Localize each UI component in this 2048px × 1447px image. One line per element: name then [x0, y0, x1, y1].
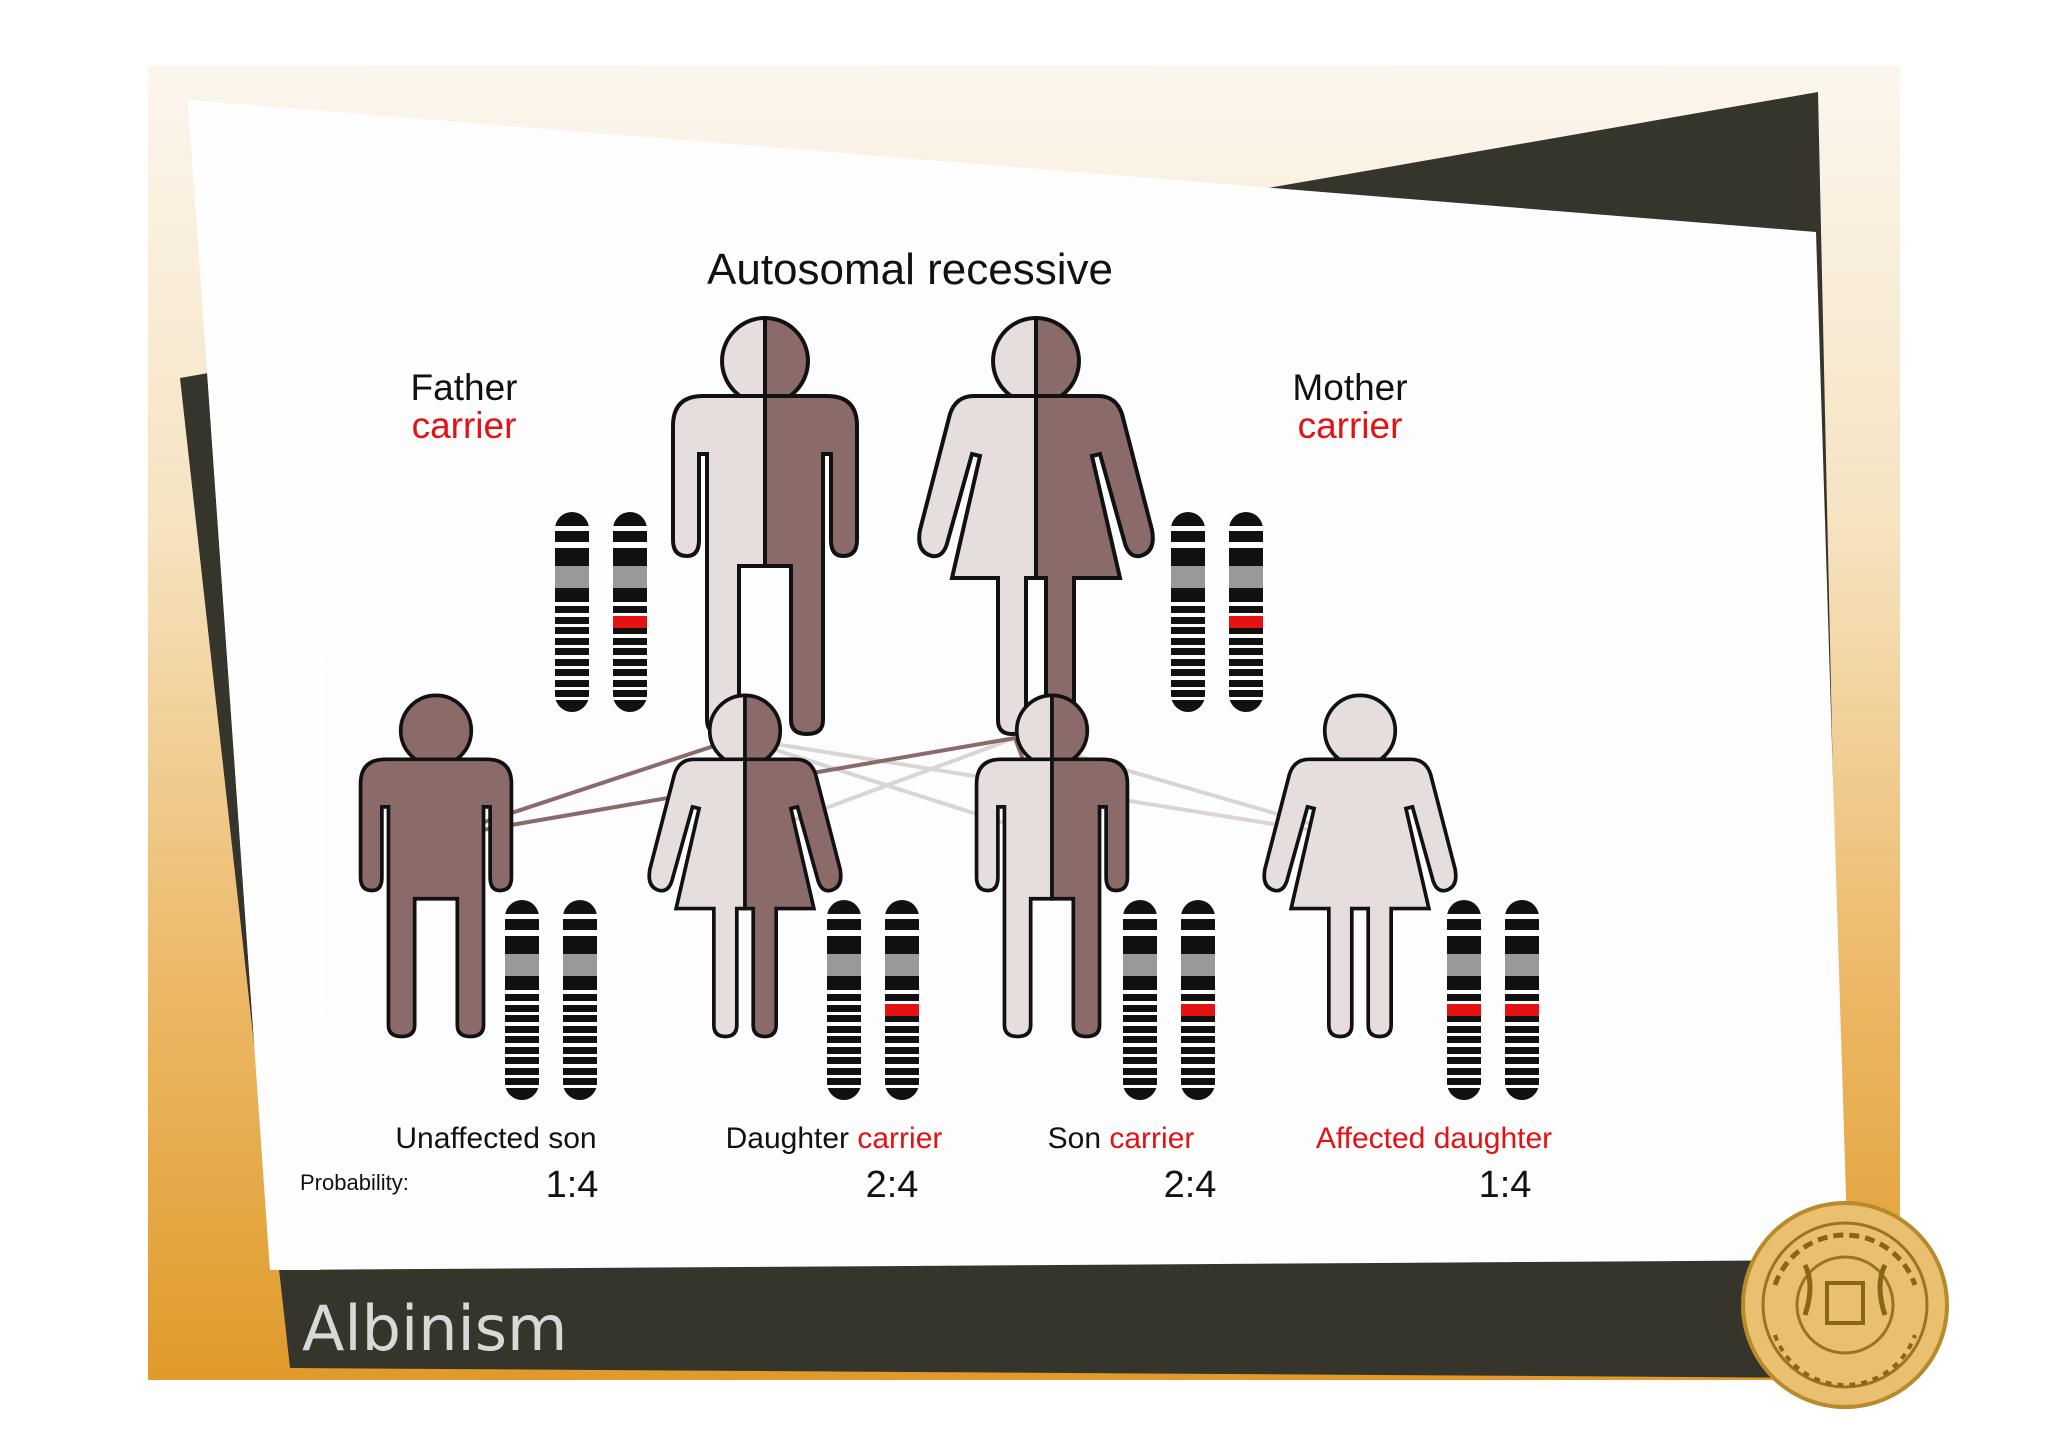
offspring-2-label: Daughter — [726, 1122, 849, 1155]
father-label: Father — [411, 367, 518, 408]
offspring-2-probability: 2:4 — [866, 1164, 919, 1206]
offspring-affected-daughter — [1262, 693, 1539, 1100]
offspring-4-status: Affected daughter — [1316, 1122, 1552, 1155]
offspring-3-label-group: Son carrier — [1048, 1122, 1195, 1155]
offspring-3-label: Son — [1048, 1122, 1101, 1155]
father-status: carrier — [412, 405, 517, 446]
offspring-unaffected-son — [358, 693, 597, 1100]
offspring-daughter-carrier — [647, 693, 919, 1100]
offspring-son-carrier — [974, 693, 1215, 1100]
offspring-1-label: Unaffected son — [395, 1122, 596, 1155]
mother-status: carrier — [1298, 405, 1403, 446]
university-seal-icon — [1741, 1201, 1949, 1409]
offspring-4-probability: 1:4 — [1479, 1164, 1532, 1206]
offspring-2-label-group: Daughter carrier — [726, 1122, 943, 1155]
diagram-title: Autosomal recessive — [707, 245, 1113, 294]
offspring-3-probability: 2:4 — [1164, 1164, 1217, 1206]
offspring-3-status: carrier — [1109, 1122, 1194, 1155]
mother-label: Mother — [1292, 367, 1407, 408]
mother-figure — [917, 315, 1155, 737]
footer-title: Albinism — [302, 1292, 567, 1365]
offspring-1-probability: 1:4 — [546, 1164, 599, 1206]
probability-label: Probability: — [300, 1170, 409, 1195]
offspring-2-status: carrier — [857, 1122, 942, 1155]
